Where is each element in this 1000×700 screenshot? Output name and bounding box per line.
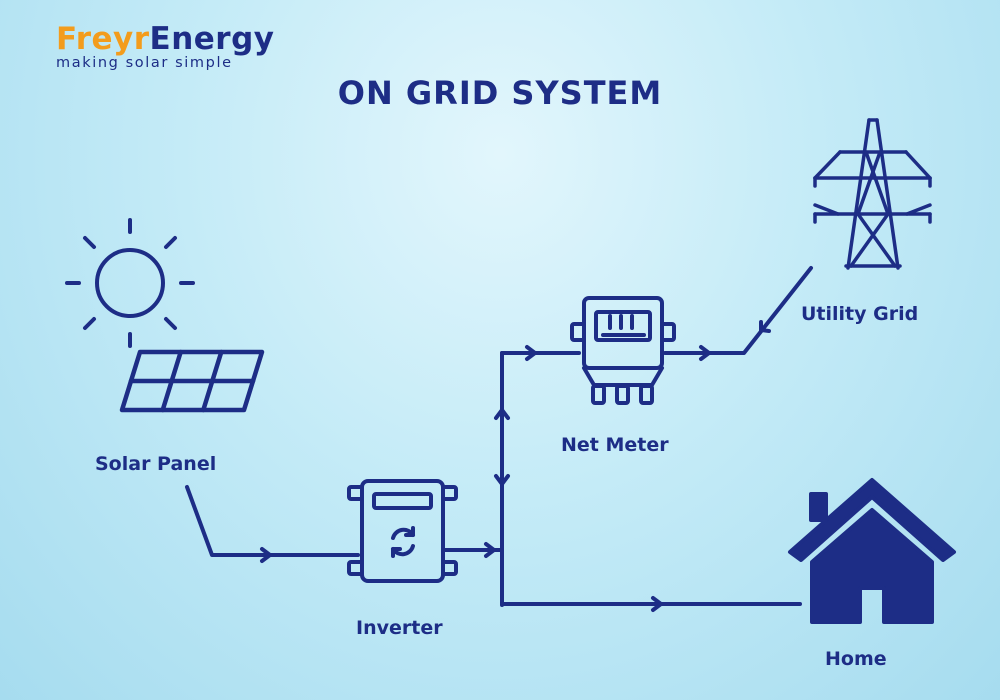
logo-brand-part1: Freyr [56,21,150,57]
diagram-title: ON GRID SYSTEM [337,74,663,112]
solar-panel-icon [119,349,265,413]
home-label: Home [825,648,887,670]
logo-brand-part2: Energy [149,21,275,57]
solar-panel-label: Solar Panel [95,453,217,475]
sun-icon [65,218,195,348]
net-meter-icon [570,296,676,405]
wire-to-home [500,596,802,612]
utility-grid-label: Utility Grid [801,303,919,325]
wire-to-net-meter [500,345,581,361]
net-meter-label: Net Meter [561,434,669,456]
wire-solar-to-inverter [185,485,360,563]
logo-tagline: making solar simple [56,55,233,71]
transmission-tower-icon [813,118,932,270]
brand-logo: FreyrEnergy making solar simple [56,22,274,71]
wire-net-meter-to-grid [663,266,813,361]
inverter-icon [347,479,458,583]
inverter-label: Inverter [356,617,443,639]
wire-bus-vertical [494,351,510,607]
house-icon [788,478,956,624]
wire-inverter-to-junction [443,542,502,558]
logo-wordmark: FreyrEnergy [56,22,274,56]
